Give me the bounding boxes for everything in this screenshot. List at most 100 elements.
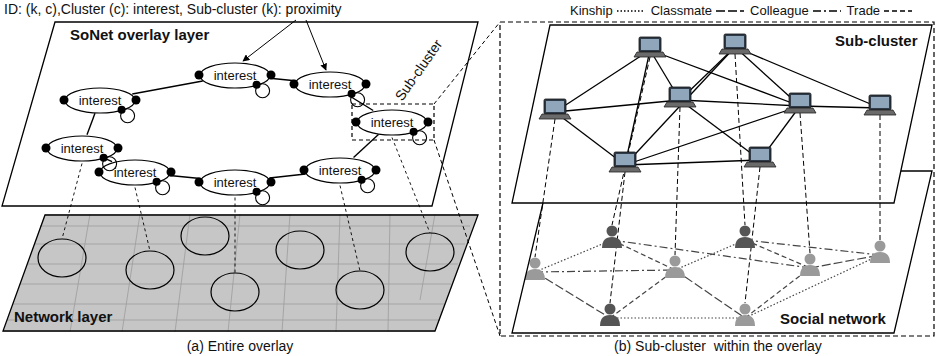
ring-dot xyxy=(195,178,204,187)
legend-line-sample xyxy=(715,6,745,16)
id-note: ID: (k, c),Cluster (c): interest, Sub-cl… xyxy=(4,1,342,17)
self-loop xyxy=(413,131,427,145)
interest-label: interest xyxy=(114,165,157,180)
ring-dot xyxy=(42,144,51,153)
interest-ellipse: interest xyxy=(199,169,271,196)
layer-plane: Network layer xyxy=(0,214,480,332)
ellipse-shape xyxy=(295,72,365,97)
overlay-link xyxy=(625,106,800,165)
layer-leader xyxy=(62,164,82,240)
social-tie xyxy=(610,317,745,318)
overlay-link xyxy=(735,47,880,108)
region-circles xyxy=(38,217,454,311)
person-body xyxy=(525,269,545,280)
overlay-link xyxy=(555,100,680,112)
keyboard xyxy=(784,108,816,113)
overlay-link xyxy=(625,47,735,165)
social-tie xyxy=(535,240,612,272)
interest-ellipse: interest xyxy=(199,62,271,89)
person-body xyxy=(735,237,755,248)
region-circle xyxy=(276,231,324,269)
social-tie xyxy=(745,240,880,255)
zoom-line xyxy=(434,140,500,336)
person-body xyxy=(870,252,890,263)
ring-dot xyxy=(167,168,176,177)
person-body xyxy=(665,267,685,278)
computer-icon xyxy=(634,37,666,57)
ring-dot xyxy=(132,96,141,105)
plane-shape xyxy=(2,22,478,206)
ring-link xyxy=(354,135,379,158)
screen-glass xyxy=(726,36,744,47)
keyboard xyxy=(719,49,751,54)
ellipse-shape xyxy=(357,110,427,135)
map-ground xyxy=(3,214,478,332)
person-body xyxy=(735,315,755,326)
legend-line xyxy=(884,10,912,11)
ellipse-shape xyxy=(200,170,270,195)
self-loop xyxy=(121,109,135,123)
ring-dot xyxy=(300,166,309,175)
ring-dot xyxy=(267,178,276,187)
screen-glass xyxy=(791,95,809,106)
caption-b: (b) Sub-cluster within the overlay xyxy=(614,338,822,354)
screen-glass xyxy=(871,97,889,108)
social-tie xyxy=(675,240,745,270)
person-icon xyxy=(800,254,820,277)
keyboard xyxy=(609,167,641,172)
ellipse-shape xyxy=(305,158,375,183)
interest-label: interest xyxy=(61,141,104,156)
interest-ellipse: interest xyxy=(99,159,171,186)
person-head xyxy=(740,304,751,315)
layer-title: Network layer xyxy=(14,308,112,326)
screen-glass xyxy=(751,149,769,160)
interest-label: interest xyxy=(371,115,414,130)
legend-line-sample xyxy=(616,6,646,16)
person-head xyxy=(740,226,751,237)
person-icon xyxy=(735,304,755,327)
screen xyxy=(869,95,891,110)
person-head xyxy=(670,256,681,267)
person-body xyxy=(602,237,622,248)
layer-plane: SoNet overlay layerinterestinterestinter… xyxy=(0,20,480,208)
overlay-link xyxy=(625,50,650,165)
screen xyxy=(544,99,566,114)
computer-icon xyxy=(864,95,896,115)
caption-a: (a) Entire overlay xyxy=(187,338,294,354)
computer-icon xyxy=(609,152,641,172)
mapping-line xyxy=(612,57,650,225)
social-tie xyxy=(745,255,880,318)
legend-line xyxy=(716,10,744,11)
layer-plane: Sub-cluster xyxy=(510,24,934,204)
ring-dot xyxy=(60,96,69,105)
interest-label: interest xyxy=(214,68,257,83)
layer-plane: Social network xyxy=(510,170,934,334)
screen xyxy=(789,93,811,108)
region-circle xyxy=(126,251,174,289)
screen-glass xyxy=(671,89,689,100)
legend-line-sample xyxy=(812,6,842,16)
overlay-link xyxy=(555,50,650,112)
person-head xyxy=(805,254,816,265)
legend: KinshipClassmateColleagueTrade xyxy=(570,3,913,18)
layer-title: Social network xyxy=(780,310,886,328)
interest-label: interest xyxy=(319,163,362,178)
self-loop xyxy=(256,84,270,98)
legend-text: Classmate xyxy=(651,3,712,18)
person-body xyxy=(600,315,620,326)
legend-text: Kinship xyxy=(570,3,613,18)
legend-line xyxy=(813,10,841,11)
region-circle xyxy=(181,217,229,255)
person-head xyxy=(530,258,541,269)
legend-line-sample xyxy=(883,6,913,16)
mapping-line xyxy=(535,119,555,257)
interest-label: interest xyxy=(79,93,122,108)
computer-icon xyxy=(539,99,571,119)
overlay-link xyxy=(625,160,760,165)
person-head xyxy=(605,304,616,315)
ellipse-shape xyxy=(100,160,170,185)
region-circle xyxy=(211,273,259,311)
keyboard xyxy=(864,110,896,115)
sub-cluster-art xyxy=(525,34,896,326)
